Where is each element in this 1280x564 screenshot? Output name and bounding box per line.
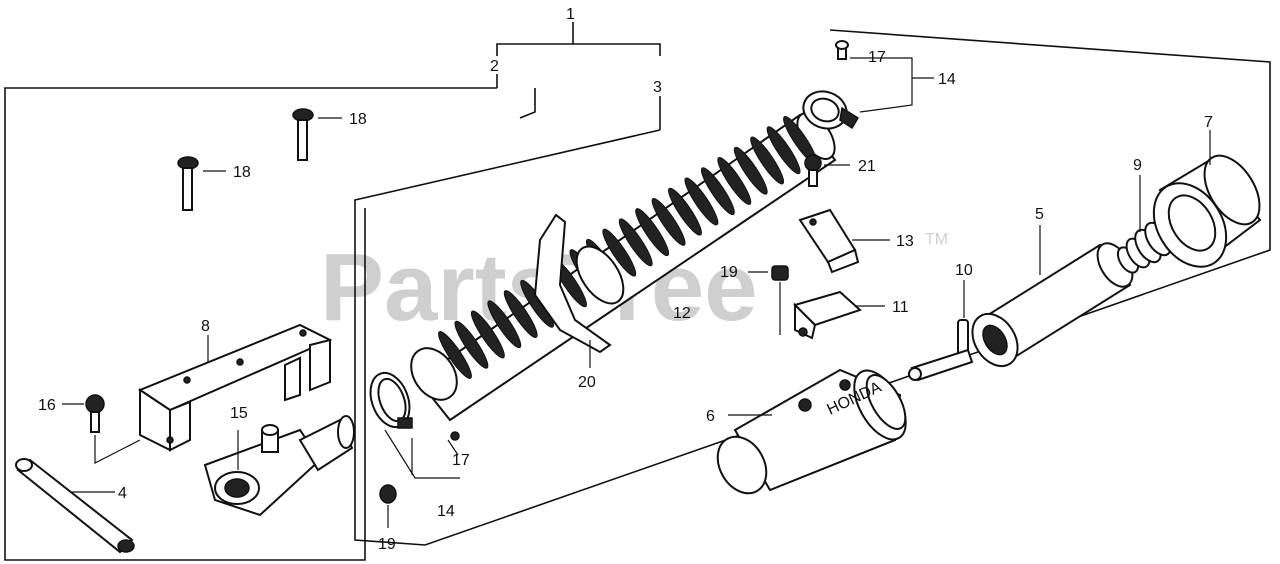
nut-19-right bbox=[748, 265, 789, 335]
clamp-14-left bbox=[369, 371, 460, 479]
callout-1: 1 bbox=[566, 6, 575, 23]
nut-19-left bbox=[379, 484, 397, 528]
callout-2: 2 bbox=[490, 58, 499, 75]
callout-14-lower: 14 bbox=[437, 503, 455, 520]
hose-rib bbox=[668, 187, 702, 236]
callout-4: 4 bbox=[118, 485, 127, 502]
box-3-frame bbox=[354, 29, 1271, 546]
hose-rib bbox=[503, 290, 538, 339]
hose-rib bbox=[651, 197, 686, 246]
flex-hose-12 bbox=[410, 112, 837, 422]
hose-rib bbox=[700, 167, 735, 216]
cap-7 bbox=[1152, 130, 1262, 268]
callout-8: 8 bbox=[201, 318, 210, 335]
hose-rib bbox=[766, 126, 801, 175]
callout-17-lower: 17 bbox=[452, 452, 470, 469]
hose-rib bbox=[618, 218, 653, 267]
callout-12: 12 bbox=[673, 305, 691, 322]
bracket-8 bbox=[137, 323, 333, 452]
hose-rib bbox=[602, 228, 637, 277]
callout-5: 5 bbox=[1035, 206, 1044, 223]
hose-rib bbox=[470, 310, 505, 359]
bolt-10 bbox=[908, 280, 974, 382]
bracket-13 bbox=[798, 208, 890, 274]
hose-rib bbox=[438, 331, 472, 379]
hose-rib bbox=[487, 300, 522, 349]
bracket-11 bbox=[793, 290, 885, 340]
box-2-frame bbox=[4, 87, 497, 561]
bracket-1 bbox=[496, 43, 661, 56]
clamp-14-upper bbox=[802, 40, 934, 130]
bolt-16 bbox=[62, 394, 141, 464]
bolt-18-upper bbox=[292, 108, 342, 161]
callout-19-left: 19 bbox=[378, 536, 396, 553]
strap-20 bbox=[533, 213, 612, 368]
muffler-6: HONDA bbox=[716, 368, 907, 495]
callout-21: 21 bbox=[858, 158, 876, 175]
callout-13: 13 bbox=[896, 233, 914, 250]
callout-9: 9 bbox=[1133, 157, 1142, 174]
callout-18-upper: 18 bbox=[349, 111, 367, 128]
hose-rib bbox=[750, 136, 785, 185]
elbow-15 bbox=[203, 415, 355, 517]
watermark-trademark: TM bbox=[925, 231, 948, 248]
spring-9 bbox=[1116, 175, 1172, 274]
callout-19-right: 19 bbox=[720, 264, 738, 281]
box-left-edge bbox=[519, 88, 536, 119]
hose-rib bbox=[684, 177, 719, 226]
callout-15: 15 bbox=[230, 405, 248, 422]
pipe-4 bbox=[15, 458, 135, 554]
hose-rib bbox=[717, 156, 752, 205]
callout-18-lower: 18 bbox=[233, 164, 251, 181]
filter-5 bbox=[971, 225, 1134, 368]
bolt-21 bbox=[804, 154, 850, 187]
bolt-18-lower bbox=[177, 156, 226, 211]
hose-rib bbox=[454, 320, 489, 369]
callout-16: 16 bbox=[38, 397, 56, 414]
callout-3: 3 bbox=[653, 79, 662, 96]
callout-6: 6 bbox=[706, 408, 715, 425]
hose-rib bbox=[733, 146, 768, 195]
callout-10: 10 bbox=[955, 262, 973, 279]
callout-11: 11 bbox=[892, 299, 909, 316]
callout-14-upper: 14 bbox=[938, 71, 956, 88]
hose-rib bbox=[635, 208, 670, 257]
callout-20: 20 bbox=[578, 374, 596, 391]
callout-17-upper: 17 bbox=[868, 49, 886, 66]
callout-7: 7 bbox=[1204, 114, 1213, 131]
